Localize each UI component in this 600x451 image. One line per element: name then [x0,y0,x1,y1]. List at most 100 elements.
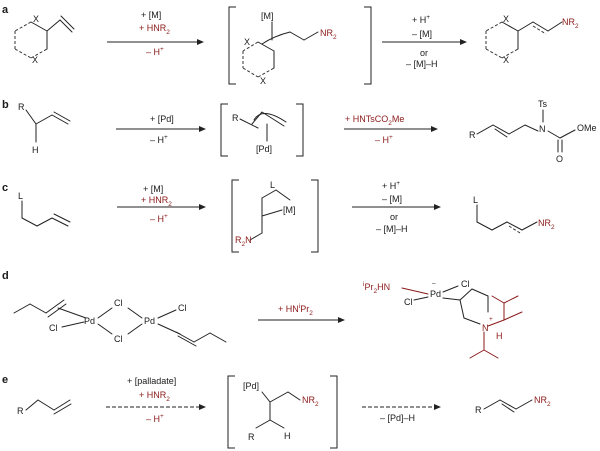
reagent-proton: + H+ [382,180,400,191]
reagent-proton: + H+ [412,14,430,25]
bond [547,130,561,139]
arrow-head [338,317,345,323]
bond [127,307,143,319]
bond [45,299,65,314]
reagent-metal-hydride-loss: – [M]–H [406,59,438,69]
reagent-proton-loss: – H+ [146,413,164,424]
bond [463,317,481,325]
bond [37,399,55,411]
dashed-bond [242,67,259,78]
bond [157,309,177,319]
bond [287,391,301,401]
row-c-arrow-2: + H+ – [M] or – [M]–H [352,180,441,234]
l-group: L [473,195,478,205]
h-atom: H [284,431,291,441]
bond [261,209,283,217]
bond [53,111,71,122]
bond [506,221,523,231]
bond [127,323,143,335]
n-bond [469,349,485,359]
bracket-left [220,103,228,157]
bond [209,332,227,343]
row-d: d Pd Pd Cl Cl Cl Cl [2,270,523,359]
bond [459,299,465,319]
row-e-arrow-2: – [Pd]–H [362,404,441,423]
chlorine-atom: Cl [49,323,58,333]
allyl-bond [251,111,285,127]
row-a-arrow-2: + H+ – [M] or – [M]–H [382,14,467,69]
bond [261,391,271,403]
dashed-bond [485,21,503,32]
bond [524,124,539,132]
row-e-product: R NR2 [475,395,551,415]
row-label-d: d [2,270,9,282]
row-b-product: R N Ts OMe O [469,99,597,164]
chlorine-atom: Cl [114,334,123,344]
amine-group: NR2 [302,395,319,408]
row-b: b R H + [Pd] – H+ R [Pd] [2,99,597,164]
bond [521,221,538,231]
ligand-bond [401,287,429,295]
atom-x: X [260,76,266,86]
row-c-arrow-1: + [M] + HNR2 – H+ [117,184,206,224]
bond [51,114,69,125]
row-e: e R + [palladate] + HNR2 – H+ [Pd] NR2 [2,374,551,449]
bond [269,391,289,403]
reagent-metal-loss: – [M] [412,29,432,39]
n-bond [483,349,499,359]
bond [30,21,48,32]
bond [508,124,526,135]
chlorine-atom: Cl [178,303,187,313]
row-c-start-molecule: L [18,191,71,227]
row-d-arrow: + HNiPr2 [258,303,345,323]
arrow-head [199,404,206,410]
arrow-head [460,39,467,45]
bracket-right [330,375,338,449]
bond [53,403,72,415]
arrow-head [199,126,206,132]
h-atom: H [32,145,39,155]
dashed-bond [532,25,547,35]
bond [25,109,37,125]
n-charge: + [489,316,493,323]
row-e-intermediate: [Pd] NR2 R H [227,375,338,449]
row-label-b: b [2,99,9,111]
bracket-right [311,179,319,253]
row-a-arrow-1: + [M] + HNR2 – H+ [107,10,204,57]
dashed-bond [485,48,503,59]
oxygen-atom: O [556,154,563,164]
reagent-metal: + [M] [141,10,161,20]
atom-x: X [503,14,509,24]
reagent-pd-hydride-loss: – [Pd]–H [380,413,415,423]
bond [175,331,195,343]
bond [193,332,211,343]
arrow-head [434,204,441,210]
bond [61,321,85,328]
reagent-metal: + [M] [143,184,163,194]
row-c-product: L NR2 [473,195,555,234]
reagent-palladate: + [palladate] [127,376,176,386]
bond [269,419,285,429]
metal-label: [M] [261,11,274,21]
bond [483,399,501,410]
reagent-proton-loss: – H+ [150,134,168,145]
bond [97,307,113,319]
row-a-intermediate: [M] X X NR2 [228,6,372,86]
r-group: R [248,432,255,442]
row-b-arrow-1: + [Pd] – H+ [116,114,206,145]
n-bond [487,319,505,327]
reagent-amine: + HNR2 [141,195,172,208]
row-e-arrow-1: + [palladate] + HNR2 – H+ [106,376,206,424]
row-label-c: c [2,182,8,194]
dashed-bond [14,21,32,32]
bond [53,213,71,223]
row-e-start-molecule: R [17,399,72,416]
pd-label: [Pd] [243,381,259,391]
bond [547,21,563,32]
arrow-head [431,126,438,132]
bond [289,31,305,41]
dashed-bond [30,48,48,59]
bond [51,217,69,227]
amine-group: NR2 [538,218,555,231]
